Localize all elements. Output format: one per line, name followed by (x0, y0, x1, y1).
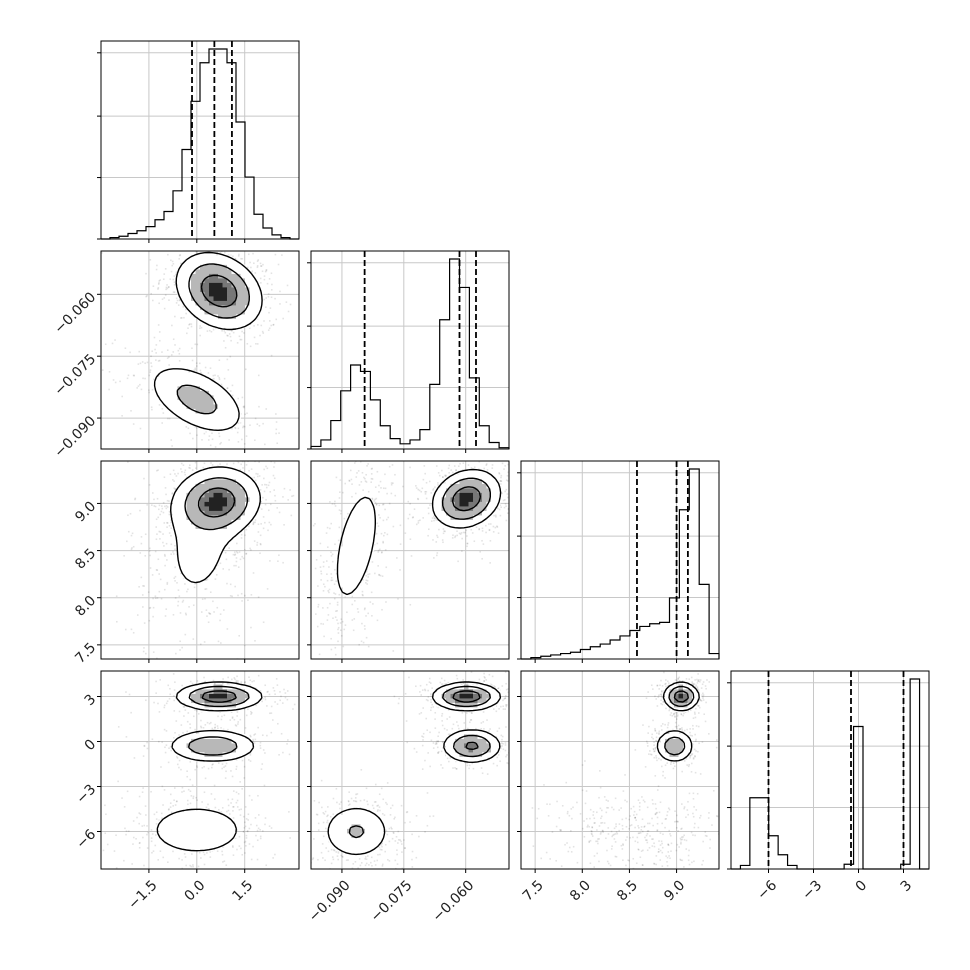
y-tick-label: −0.075 (51, 351, 99, 399)
axes-frame-p2-p3 (310, 460, 510, 660)
histogram-step-p1 (101, 48, 299, 240)
density-fill (338, 470, 501, 597)
histogram-step-p2 (310, 258, 510, 449)
histogram-panel-p2 (310, 250, 510, 450)
axes-frame-p2 (310, 250, 510, 450)
y-tick-label: −0.090 (51, 413, 99, 461)
histogram-panel-p3 (520, 460, 720, 660)
panel-content (115, 461, 299, 659)
contour-level (153, 251, 263, 431)
scatter-panel-p2-p4 (310, 670, 510, 870)
contour-level (200, 274, 238, 308)
y-tick-label: 8.5 (72, 546, 99, 573)
contour-level (170, 466, 261, 584)
y-tick-label: 7.5 (72, 640, 99, 667)
contour-level (656, 681, 700, 762)
histogram-panel-p1 (100, 40, 300, 240)
histogram-step-p3 (521, 468, 720, 660)
axes-frame-p1-p3 (100, 460, 300, 660)
contour-level (187, 685, 250, 756)
contour-level (451, 486, 482, 512)
x-tick-label: 0.0 (181, 877, 208, 904)
x-tick-label: 1.5 (229, 877, 256, 904)
x-tick-label: −0.060 (429, 877, 477, 925)
contour-level (336, 468, 502, 596)
panel-content (101, 251, 292, 448)
contour-lines (327, 681, 502, 856)
x-tick-label: 8.0 (567, 877, 594, 904)
contour-lines (656, 681, 700, 762)
scatter-panel-p1-p4 (100, 670, 300, 870)
contour-level (184, 477, 249, 531)
scatter-panel-p1-p2 (100, 250, 300, 450)
axes-frame-p1 (100, 40, 300, 240)
histogram-panel-p4 (730, 670, 930, 870)
density-fill (155, 251, 264, 432)
y-tick-label: 8.0 (72, 593, 99, 620)
scatter-panel-p1-p3 (100, 460, 300, 660)
x-tick-label: 8.5 (614, 877, 641, 904)
x-tick-label: −1.5 (125, 877, 160, 912)
x-tick-label: 9.0 (661, 877, 688, 904)
contour-level (673, 690, 689, 703)
x-tick-label: 7.5 (520, 877, 547, 904)
axes-frame-p4 (730, 670, 930, 870)
axes-frame-p1-p4 (100, 670, 300, 870)
axes-frame-p1-p2 (100, 250, 300, 450)
x-tick-label: −6 (754, 877, 780, 903)
contour-level (156, 681, 263, 852)
contour-level (176, 263, 250, 415)
contour-level (441, 477, 491, 520)
axes-frame-p3-p4 (520, 670, 720, 870)
x-tick-label: −0.075 (368, 877, 416, 925)
panel-content (102, 673, 296, 869)
scatter-panel-p2-p3 (310, 460, 510, 660)
tick-marks (97, 52, 904, 873)
contour-level (348, 685, 491, 839)
y-tick-label: −3 (73, 781, 99, 807)
x-tick-label: 0 (853, 877, 871, 895)
x-tick-label: 3 (898, 877, 916, 895)
panel-content (531, 671, 719, 869)
contour-lines (336, 468, 502, 596)
x-tick-label: −0.090 (306, 877, 354, 925)
contour-lines (153, 251, 263, 431)
contour-level (201, 690, 237, 703)
y-tick-label: 9.0 (72, 498, 99, 525)
contour-lines (156, 681, 263, 852)
contour-level (197, 487, 236, 518)
y-tick-label: 0 (82, 736, 100, 754)
y-tick-label: −6 (73, 826, 99, 852)
contour-level (327, 681, 502, 856)
y-tick-label: 3 (82, 691, 100, 709)
axes-frame-p2-p4 (310, 670, 510, 870)
contour-level (452, 690, 481, 750)
contour-level (664, 685, 695, 756)
panel-content (311, 671, 509, 869)
contour-lines (170, 466, 261, 584)
x-tick-label: −3 (799, 877, 825, 903)
axes-frame-p3 (520, 460, 720, 660)
scatter-panel-p3-p4 (520, 670, 720, 870)
y-tick-label: −0.060 (51, 289, 99, 337)
panel-content (312, 461, 509, 656)
corner-plot-panels: −1.5 0.0 1.5 −0.090 −0.075 −0.060 7.5 8.0 8.5 9.0… (51, 40, 930, 925)
histogram-step-p4 (731, 678, 929, 870)
scatter-points (531, 671, 719, 869)
